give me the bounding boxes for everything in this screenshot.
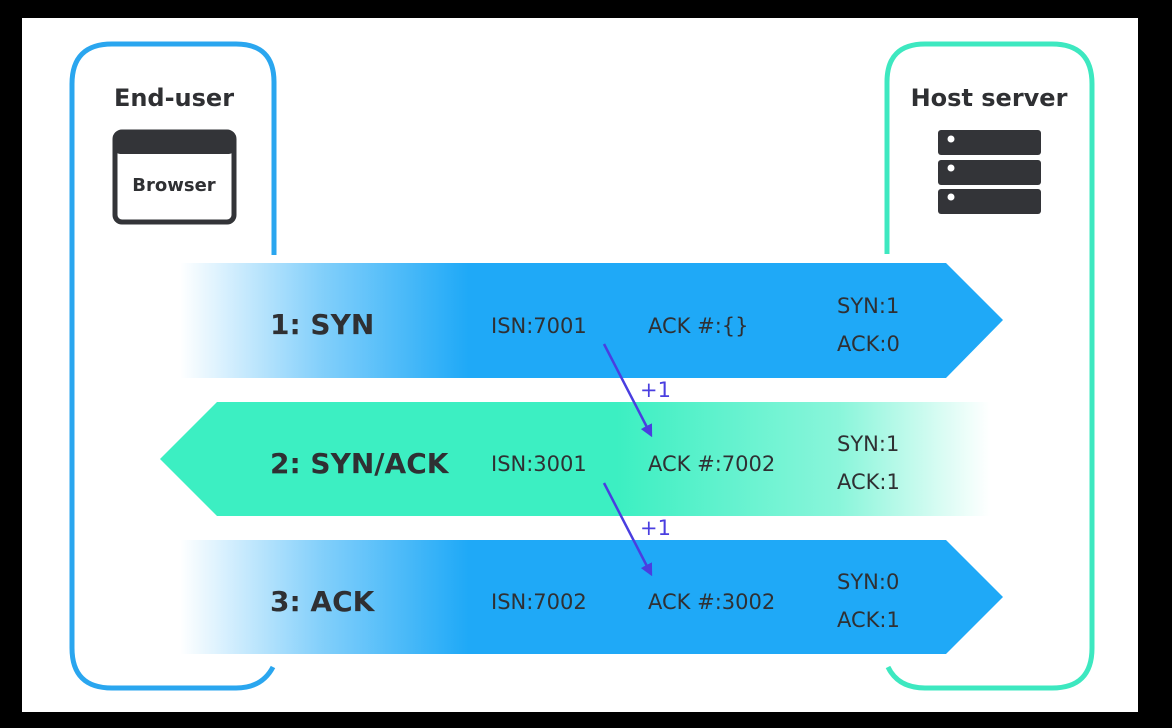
step-1-syn-arrow: 1: SYN ISN:7001 ACK #:{} SYN:1 ACK:0	[180, 263, 1003, 378]
end-user-container	[69, 41, 277, 691]
step-3-ack-arrow: 3: ACK ISN:7002 ACK #:3002 SYN:0 ACK:1	[180, 540, 1003, 654]
ack-number: ACK #:{}	[648, 314, 749, 338]
diagonal-arrow-icon	[602, 482, 653, 577]
host-server-title: Host server	[911, 84, 1068, 112]
increment-label: +1	[640, 516, 671, 540]
increment-arrow-2: +1	[602, 482, 671, 577]
ack-flag: ACK:1	[837, 470, 900, 494]
syn-flag: SYN:1	[837, 294, 899, 318]
host-server-container	[884, 41, 1095, 691]
step-2-syn-ack-arrow: 2: SYN/ACK ISN:3001 ACK #:7002 SYN:1 ACK…	[160, 402, 990, 516]
browser-label: Browser	[132, 175, 216, 196]
end-user-title: End-user	[114, 84, 234, 112]
ack-flag: ACK:0	[837, 332, 900, 356]
syn-flag: SYN:1	[837, 432, 899, 456]
syn-flag: SYN:0	[837, 570, 899, 594]
diagonal-arrow-icon	[602, 343, 653, 438]
increment-arrow-1: +1	[602, 343, 671, 438]
isn-value: ISN:7002	[491, 590, 587, 614]
ack-flag: ACK:1	[837, 608, 900, 632]
ack-number: ACK #:3002	[648, 590, 775, 614]
step-label: 2: SYN/ACK	[270, 447, 450, 480]
arrow-shape-right	[180, 540, 1003, 654]
isn-value: ISN:3001	[491, 452, 587, 476]
browser-window-icon	[112, 129, 237, 225]
arrow-shape-left	[160, 402, 990, 516]
server-rack-icon	[938, 130, 1041, 214]
isn-value: ISN:7001	[491, 314, 587, 338]
step-label: 3: ACK	[270, 585, 376, 618]
arrow-shape-right	[180, 263, 1003, 378]
step-label: 1: SYN	[270, 308, 374, 341]
ack-number: ACK #:7002	[648, 452, 775, 476]
increment-label: +1	[640, 378, 671, 402]
